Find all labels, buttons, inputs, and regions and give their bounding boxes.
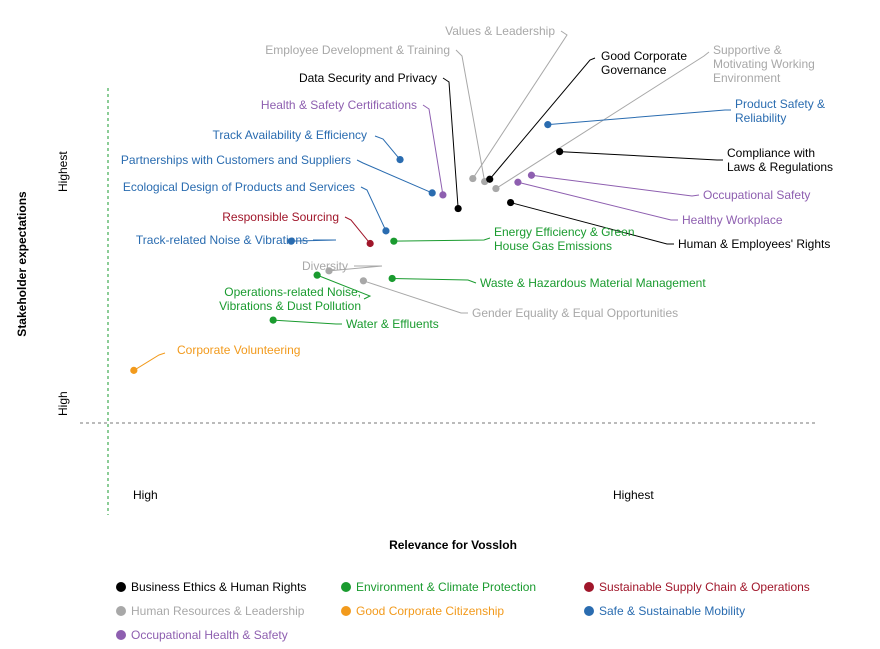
legend-label-good-corporate-citizenship: Good Corporate Citizenship xyxy=(356,604,504,618)
leader-employee-development-training xyxy=(455,49,486,182)
leader-good-corporate-governance xyxy=(489,57,596,180)
label-values-leadership: Values & Leadership xyxy=(445,24,555,38)
leader-partnerships-with-customers-and-suppliers xyxy=(356,159,433,194)
leader-supportive-motivating-working-environment xyxy=(495,51,710,189)
label-diversity: Diversity xyxy=(302,259,348,273)
point-operations-related-noise-vibrations-dust-pollution xyxy=(313,271,321,279)
leader-health-safety-certifications xyxy=(422,104,444,195)
point-human-employees-rights xyxy=(506,198,515,207)
y-tick-high: High xyxy=(56,391,70,416)
legend-label-occupational-health-safety: Occupational Health & Safety xyxy=(131,628,288,642)
point-ecological-design-of-products-and-services xyxy=(382,227,390,235)
leader-responsible-sourcing xyxy=(344,216,371,244)
leader-lines xyxy=(133,30,731,371)
x-tick-high: High xyxy=(133,488,158,502)
point-product-safety-reliability xyxy=(544,121,552,129)
legend-marker-sustainable-supply-chain-operations xyxy=(584,582,594,592)
x-axis-label: Relevance for Vossloh xyxy=(389,538,517,552)
legend-label-safe-sustainable-mobility: Safe & Sustainable Mobility xyxy=(599,604,745,618)
legend-marker-human-resources-leadership xyxy=(116,606,126,616)
point-track-related-noise-vibrations xyxy=(287,237,295,245)
x-tick-highest: Highest xyxy=(613,488,654,502)
label-water-effluents: Water & Effluents xyxy=(346,317,439,331)
leader-waste-hazardous-material-management xyxy=(392,277,477,284)
legend-marker-business-ethics-human-rights xyxy=(116,582,126,592)
point-waste-hazardous-material-management xyxy=(388,274,396,283)
point-health-safety-certifications xyxy=(439,191,447,199)
leader-product-safety-reliability xyxy=(547,109,731,126)
leader-human-employees-rights xyxy=(510,202,674,245)
label-track-availability-efficiency: Track Availability & Efficiency xyxy=(212,128,367,142)
leader-data-security-and-privacy xyxy=(442,77,459,209)
point-occupational-safety xyxy=(527,171,536,179)
label-operations-related-noise-vibrations-dust-pollution: Operations-related Noise,Vibrations & Du… xyxy=(219,285,361,313)
leader-ecological-design-of-products-and-services xyxy=(360,186,387,232)
leader-compliance-with-laws-regulations xyxy=(559,151,723,161)
leader-occupational-safety xyxy=(531,174,700,197)
point-corporate-volunteering xyxy=(130,366,138,374)
legend-label-business-ethics-human-rights: Business Ethics & Human Rights xyxy=(131,580,306,594)
label-gender-equality-equal-opportunities: Gender Equality & Equal Opportunities xyxy=(472,306,678,320)
leader-diversity xyxy=(328,265,383,272)
legend-marker-environment-climate-protection xyxy=(341,582,351,592)
leader-water-effluents xyxy=(273,319,342,325)
leader-operations-related-noise-vibrations-dust-pollution xyxy=(316,274,372,300)
point-supportive-motivating-working-environment xyxy=(492,184,500,193)
leader-corporate-volunteering xyxy=(133,352,166,371)
leader-energy-efficiency-green-house-gas-emissions xyxy=(393,237,491,242)
point-healthy-workplace xyxy=(514,178,522,186)
label-employee-development-training: Employee Development & Training xyxy=(265,43,450,57)
legend-marker-good-corporate-citizenship xyxy=(341,606,351,616)
point-energy-efficiency-green-house-gas-emissions xyxy=(390,237,398,245)
point-diversity xyxy=(325,267,333,275)
legend-label-sustainable-supply-chain-operations: Sustainable Supply Chain & Operations xyxy=(599,580,810,594)
data-points xyxy=(130,121,564,374)
label-ecological-design-of-products-and-services: Ecological Design of Products and Servic… xyxy=(123,180,355,194)
leader-track-related-noise-vibrations xyxy=(291,239,337,242)
label-waste-hazardous-material-management: Waste & Hazardous Material Management xyxy=(480,276,706,290)
legend-label-environment-climate-protection: Environment & Climate Protection xyxy=(356,580,536,594)
leader-track-availability-efficiency xyxy=(374,135,401,160)
y-tick-highest: Highest xyxy=(56,151,70,192)
label-track-related-noise-vibrations: Track-related Noise & Vibrations xyxy=(136,233,308,247)
label-health-safety-certifications: Health & Safety Certifications xyxy=(261,98,417,112)
label-corporate-volunteering: Corporate Volunteering xyxy=(177,343,300,357)
label-occupational-safety: Occupational Safety xyxy=(703,188,810,202)
label-healthy-workplace: Healthy Workplace xyxy=(682,213,783,227)
leader-gender-equality-equal-opportunities xyxy=(363,280,468,314)
label-partnerships-with-customers-and-suppliers: Partnerships with Customers and Supplier… xyxy=(121,153,351,167)
point-partnerships-with-customers-and-suppliers xyxy=(428,189,436,197)
point-gender-equality-equal-opportunities xyxy=(359,277,367,285)
label-data-security-and-privacy: Data Security and Privacy xyxy=(299,71,437,85)
leader-values-leadership xyxy=(472,30,568,179)
legend-marker-occupational-health-safety xyxy=(116,630,126,640)
label-human-employees-rights: Human & Employees' Rights xyxy=(678,237,830,251)
leader-healthy-workplace xyxy=(517,181,678,221)
legend-label-human-resources-leadership: Human Resources & Leadership xyxy=(131,604,305,618)
point-good-corporate-governance xyxy=(486,175,494,183)
point-data-security-and-privacy xyxy=(454,204,462,213)
y-axis-label: Stakeholder expectations xyxy=(15,191,29,337)
label-product-safety-reliability: Product Safety &Reliability xyxy=(735,97,825,125)
legend: Business Ethics & Human Rights Environmen… xyxy=(116,580,810,642)
label-responsible-sourcing: Responsible Sourcing xyxy=(222,210,339,224)
point-track-availability-efficiency xyxy=(396,155,404,164)
point-water-effluents xyxy=(269,316,277,324)
point-values-leadership xyxy=(469,174,477,183)
point-responsible-sourcing xyxy=(366,239,374,248)
point-compliance-with-laws-regulations xyxy=(556,148,564,156)
legend-marker-safe-sustainable-mobility xyxy=(584,606,594,616)
